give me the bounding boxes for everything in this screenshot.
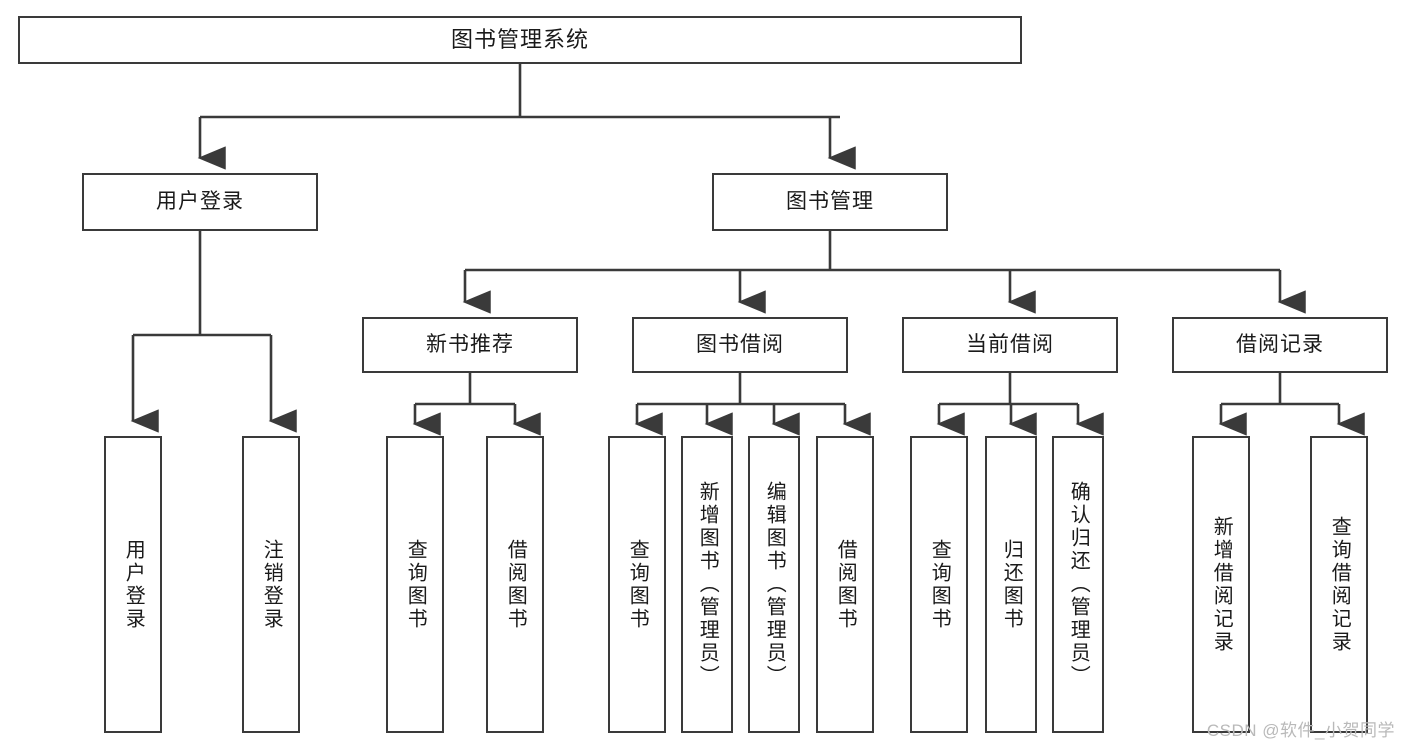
leaf-logout[interactable]: 注销登录 (242, 436, 300, 733)
node-book-borrow[interactable]: 图书借阅 (632, 317, 848, 373)
node-book-management[interactable]: 图书管理 (712, 173, 948, 231)
node-user-login-label: 用户登录 (156, 189, 244, 213)
leaf-borrow-book[interactable]: 借阅图书 (816, 436, 874, 733)
node-new-book-recommend[interactable]: 新书推荐 (362, 317, 578, 373)
leaf-borrow-book-recommend[interactable]: 借阅图书 (486, 436, 544, 733)
leaf-query-book-recommend[interactable]: 查询图书 (386, 436, 444, 733)
leaf-user-login[interactable]: 用户登录 (104, 436, 162, 733)
leaf-label: 借阅图书 (834, 538, 857, 631)
node-new-book-recommend-label: 新书推荐 (426, 332, 514, 356)
leaf-label: 查询图书 (404, 538, 427, 631)
leaf-label: 编辑图书（管理员） (763, 481, 786, 688)
leaf-add-book-admin[interactable]: 新增图书（管理员） (681, 436, 733, 733)
leaf-confirm-return-admin[interactable]: 确认归还（管理员） (1052, 436, 1104, 733)
node-current-borrow[interactable]: 当前借阅 (902, 317, 1118, 373)
leaf-label: 确认归还（管理员） (1067, 481, 1090, 688)
leaf-label: 新增借阅记录 (1210, 515, 1233, 654)
node-user-login[interactable]: 用户登录 (82, 173, 318, 231)
leaf-query-borrow-record[interactable]: 查询借阅记录 (1310, 436, 1368, 733)
leaf-label: 借阅图书 (504, 538, 527, 631)
leaf-query-book-borrow[interactable]: 查询图书 (608, 436, 666, 733)
node-book-borrow-label: 图书借阅 (696, 332, 784, 356)
node-borrow-record-label: 借阅记录 (1236, 332, 1324, 356)
leaf-label: 查询图书 (928, 538, 951, 631)
node-current-borrow-label: 当前借阅 (966, 332, 1054, 356)
leaf-label: 归还图书 (1000, 538, 1023, 631)
leaf-label: 用户登录 (122, 538, 145, 631)
leaf-return-book[interactable]: 归还图书 (985, 436, 1037, 733)
leaf-add-borrow-record[interactable]: 新增借阅记录 (1192, 436, 1250, 733)
node-book-management-label: 图书管理 (786, 189, 874, 213)
leaf-label: 注销登录 (260, 538, 283, 631)
node-root[interactable]: 图书管理系统 (18, 16, 1022, 64)
node-borrow-record[interactable]: 借阅记录 (1172, 317, 1388, 373)
leaf-label: 新增图书（管理员） (696, 481, 719, 688)
leaf-label: 查询图书 (626, 538, 649, 631)
node-root-label: 图书管理系统 (450, 27, 589, 53)
leaf-query-book-current[interactable]: 查询图书 (910, 436, 968, 733)
leaf-label: 查询借阅记录 (1328, 515, 1351, 654)
leaf-edit-book-admin[interactable]: 编辑图书（管理员） (748, 436, 800, 733)
